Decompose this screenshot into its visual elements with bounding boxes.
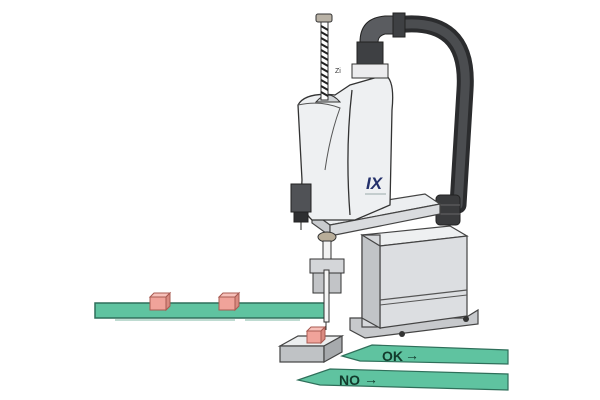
- ok-lane-label: OK: [382, 348, 403, 364]
- part-box: [148, 291, 172, 312]
- robot-base: [349, 225, 479, 339]
- ok-lane: OK →: [340, 344, 509, 365]
- robot-tower: IX: [297, 74, 394, 221]
- top-joint: Zi: [335, 12, 406, 79]
- camera: [290, 183, 312, 230]
- no-arrow-icon: →: [364, 371, 378, 387]
- input-conveyor: [94, 302, 326, 321]
- no-lane: NO →: [295, 368, 509, 391]
- ix-logo: IX: [366, 174, 384, 193]
- part-box: [217, 291, 241, 312]
- ball-screw: [315, 13, 333, 101]
- cable-duct: [386, 15, 474, 226]
- ok-arrow-icon: →: [405, 347, 419, 363]
- no-lane-label: NO: [339, 372, 360, 388]
- gripper: [309, 231, 345, 330]
- inspection-platform: [277, 325, 345, 364]
- z-axis-marker: Zi: [335, 68, 341, 75]
